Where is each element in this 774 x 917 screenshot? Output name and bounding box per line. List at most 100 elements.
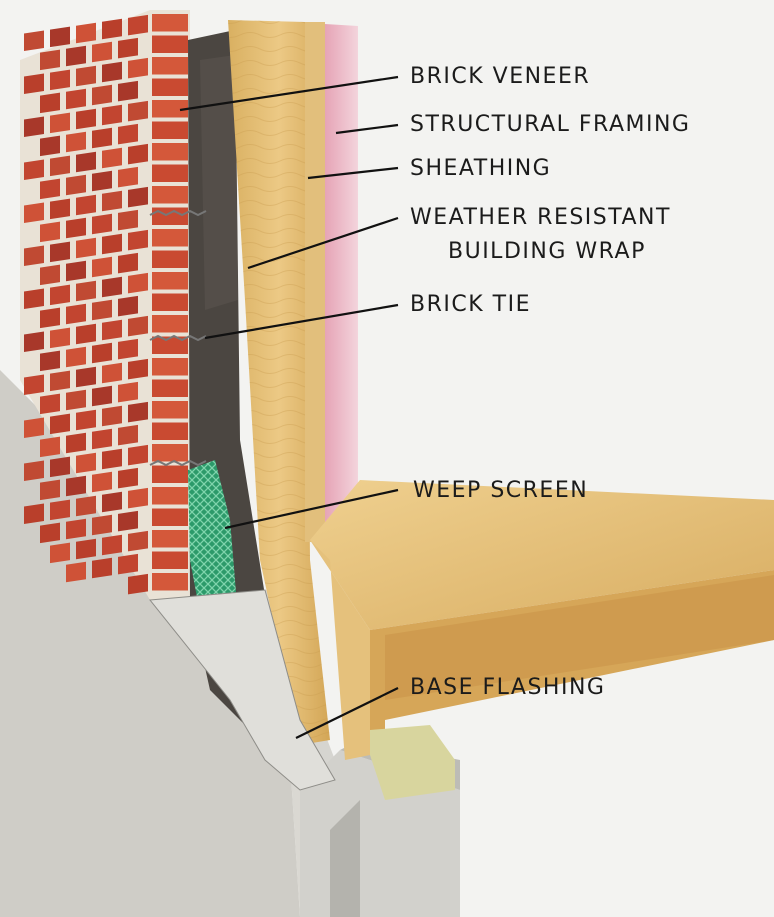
- brick: [128, 401, 148, 423]
- brick: [24, 460, 44, 481]
- brick: [40, 49, 60, 71]
- brick: [102, 61, 122, 83]
- brick: [92, 514, 112, 536]
- brick: [118, 123, 138, 145]
- brick: [76, 108, 96, 130]
- brick: [152, 14, 188, 32]
- brick: [66, 561, 86, 583]
- brick: [76, 194, 96, 216]
- brick: [50, 241, 70, 263]
- base-flashing: [149, 589, 336, 791]
- brick: [24, 331, 44, 352]
- brick: [128, 143, 148, 165]
- brick: [50, 198, 70, 220]
- brick: [66, 174, 86, 196]
- brick: [92, 428, 112, 450]
- brick: [152, 293, 188, 311]
- brick: [152, 508, 188, 526]
- brick: [40, 264, 60, 286]
- brick: [118, 209, 138, 231]
- brick: [128, 186, 148, 208]
- brick: [76, 151, 96, 173]
- brick: [50, 112, 70, 134]
- label-brick-veneer: BRICK VENEER: [410, 64, 591, 89]
- brick: [118, 553, 138, 575]
- brick: [40, 135, 60, 157]
- brick: [50, 327, 70, 349]
- brick: [50, 456, 70, 478]
- brick: [50, 155, 70, 177]
- brick: [152, 379, 188, 397]
- brick: [92, 256, 112, 278]
- label-base-flashing: BASE FLASHING: [410, 675, 606, 700]
- brick: [102, 405, 122, 427]
- brick: [118, 338, 138, 360]
- brick: [128, 530, 148, 552]
- brick: [152, 465, 188, 483]
- brick: [128, 57, 148, 79]
- brick: [118, 295, 138, 317]
- brick: [128, 444, 148, 466]
- brick: [128, 14, 148, 36]
- brick: [102, 190, 122, 212]
- label-sheathing: SHEATHING: [410, 156, 552, 181]
- floor-assembly: [310, 480, 774, 800]
- brick: [118, 510, 138, 532]
- brick: [50, 69, 70, 91]
- brick: [40, 522, 60, 544]
- brick: [24, 73, 44, 94]
- brick: [66, 131, 86, 153]
- brick: [152, 315, 188, 333]
- brick: [92, 41, 112, 63]
- brick-veneer: [20, 10, 190, 600]
- brick: [128, 487, 148, 509]
- brick: [50, 26, 70, 48]
- brick: [92, 127, 112, 149]
- brick: [152, 358, 188, 376]
- brick: [152, 487, 188, 505]
- brick: [66, 389, 86, 411]
- brick: [152, 530, 188, 548]
- brick: [102, 147, 122, 169]
- brick: [102, 104, 122, 126]
- brick: [76, 280, 96, 302]
- brick: [118, 424, 138, 446]
- brick: [76, 22, 96, 44]
- brick: [118, 467, 138, 489]
- brick-ties: [149, 209, 207, 467]
- brick: [76, 366, 96, 388]
- brick: [128, 229, 148, 251]
- brick: [24, 417, 44, 438]
- brick: [152, 186, 188, 204]
- brick: [50, 499, 70, 521]
- brick: [24, 30, 44, 51]
- brick: [50, 542, 70, 564]
- brick: [24, 202, 44, 223]
- brick: [152, 78, 188, 96]
- brick: [66, 260, 86, 282]
- brick: [102, 18, 122, 40]
- brick: [152, 35, 188, 53]
- brick: [66, 518, 86, 540]
- brick: [152, 444, 188, 462]
- brick: [92, 213, 112, 235]
- brick: [152, 272, 188, 290]
- brick: [152, 143, 188, 161]
- brick: [128, 100, 148, 122]
- brick: [24, 374, 44, 395]
- brick: [102, 534, 122, 556]
- brick: [92, 299, 112, 321]
- brick: [50, 413, 70, 435]
- brick: [152, 121, 188, 139]
- label-structural-framing: STRUCTURAL FRAMING: [410, 112, 691, 137]
- brick: [40, 436, 60, 458]
- brick: [76, 323, 96, 345]
- brick: [50, 370, 70, 392]
- brick: [66, 45, 86, 67]
- brick: [92, 342, 112, 364]
- brick: [152, 551, 188, 569]
- brick: [40, 479, 60, 501]
- brick: [152, 250, 188, 268]
- brick: [66, 346, 86, 368]
